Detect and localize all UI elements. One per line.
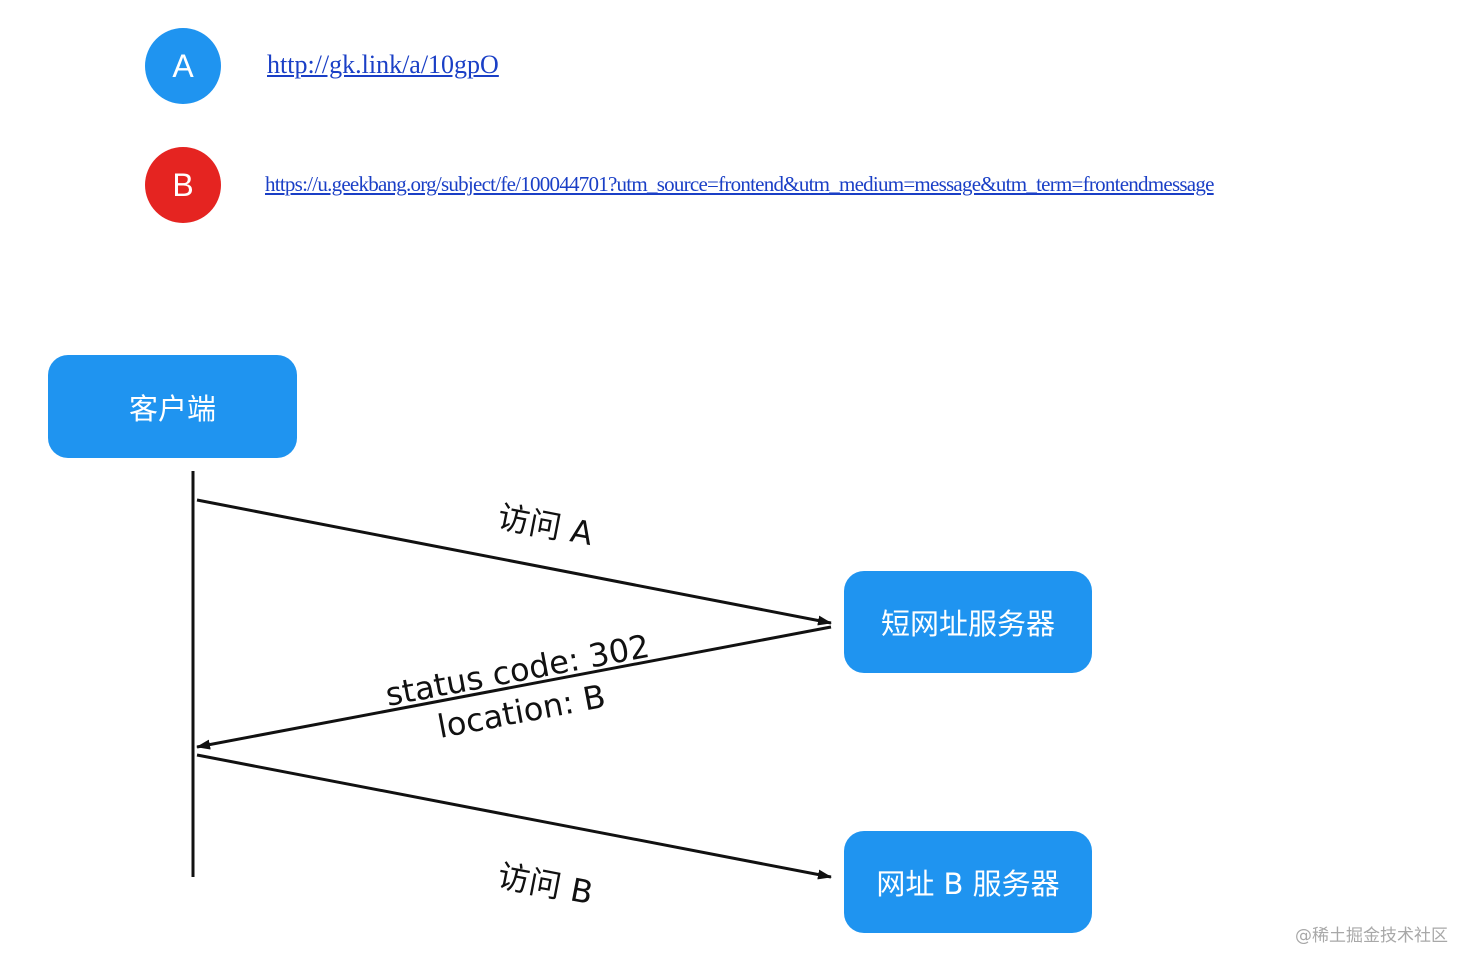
badge-a-label: A bbox=[172, 48, 194, 84]
short-url-server-box: 短网址服务器 bbox=[844, 571, 1092, 673]
badge-b-label: B bbox=[172, 167, 194, 203]
watermark: @稀土掘金技术社区 bbox=[1295, 926, 1448, 946]
url-b-link[interactable]: https://u.geekbang.org/subject/fe/100044… bbox=[265, 172, 1214, 196]
label-visit-b: 访问 B bbox=[494, 857, 596, 912]
arrow-visit-b bbox=[196, 753, 832, 880]
arrow-visit-a bbox=[196, 498, 832, 626]
short-url-server-label: 短网址服务器 bbox=[880, 607, 1055, 641]
b-server-box: 网址 B 服务器 bbox=[844, 831, 1092, 933]
badge-b: B bbox=[145, 147, 221, 223]
arrow-redirect bbox=[196, 625, 832, 750]
url-a-link[interactable]: http://gk.link/a/10gpO bbox=[267, 50, 499, 79]
client-box: 客户端 bbox=[48, 355, 297, 458]
client-label: 客户端 bbox=[128, 391, 216, 426]
b-server-label: 网址 B 服务器 bbox=[876, 867, 1060, 901]
badge-a: A bbox=[145, 28, 221, 104]
label-visit-a: 访问 A bbox=[494, 498, 596, 554]
